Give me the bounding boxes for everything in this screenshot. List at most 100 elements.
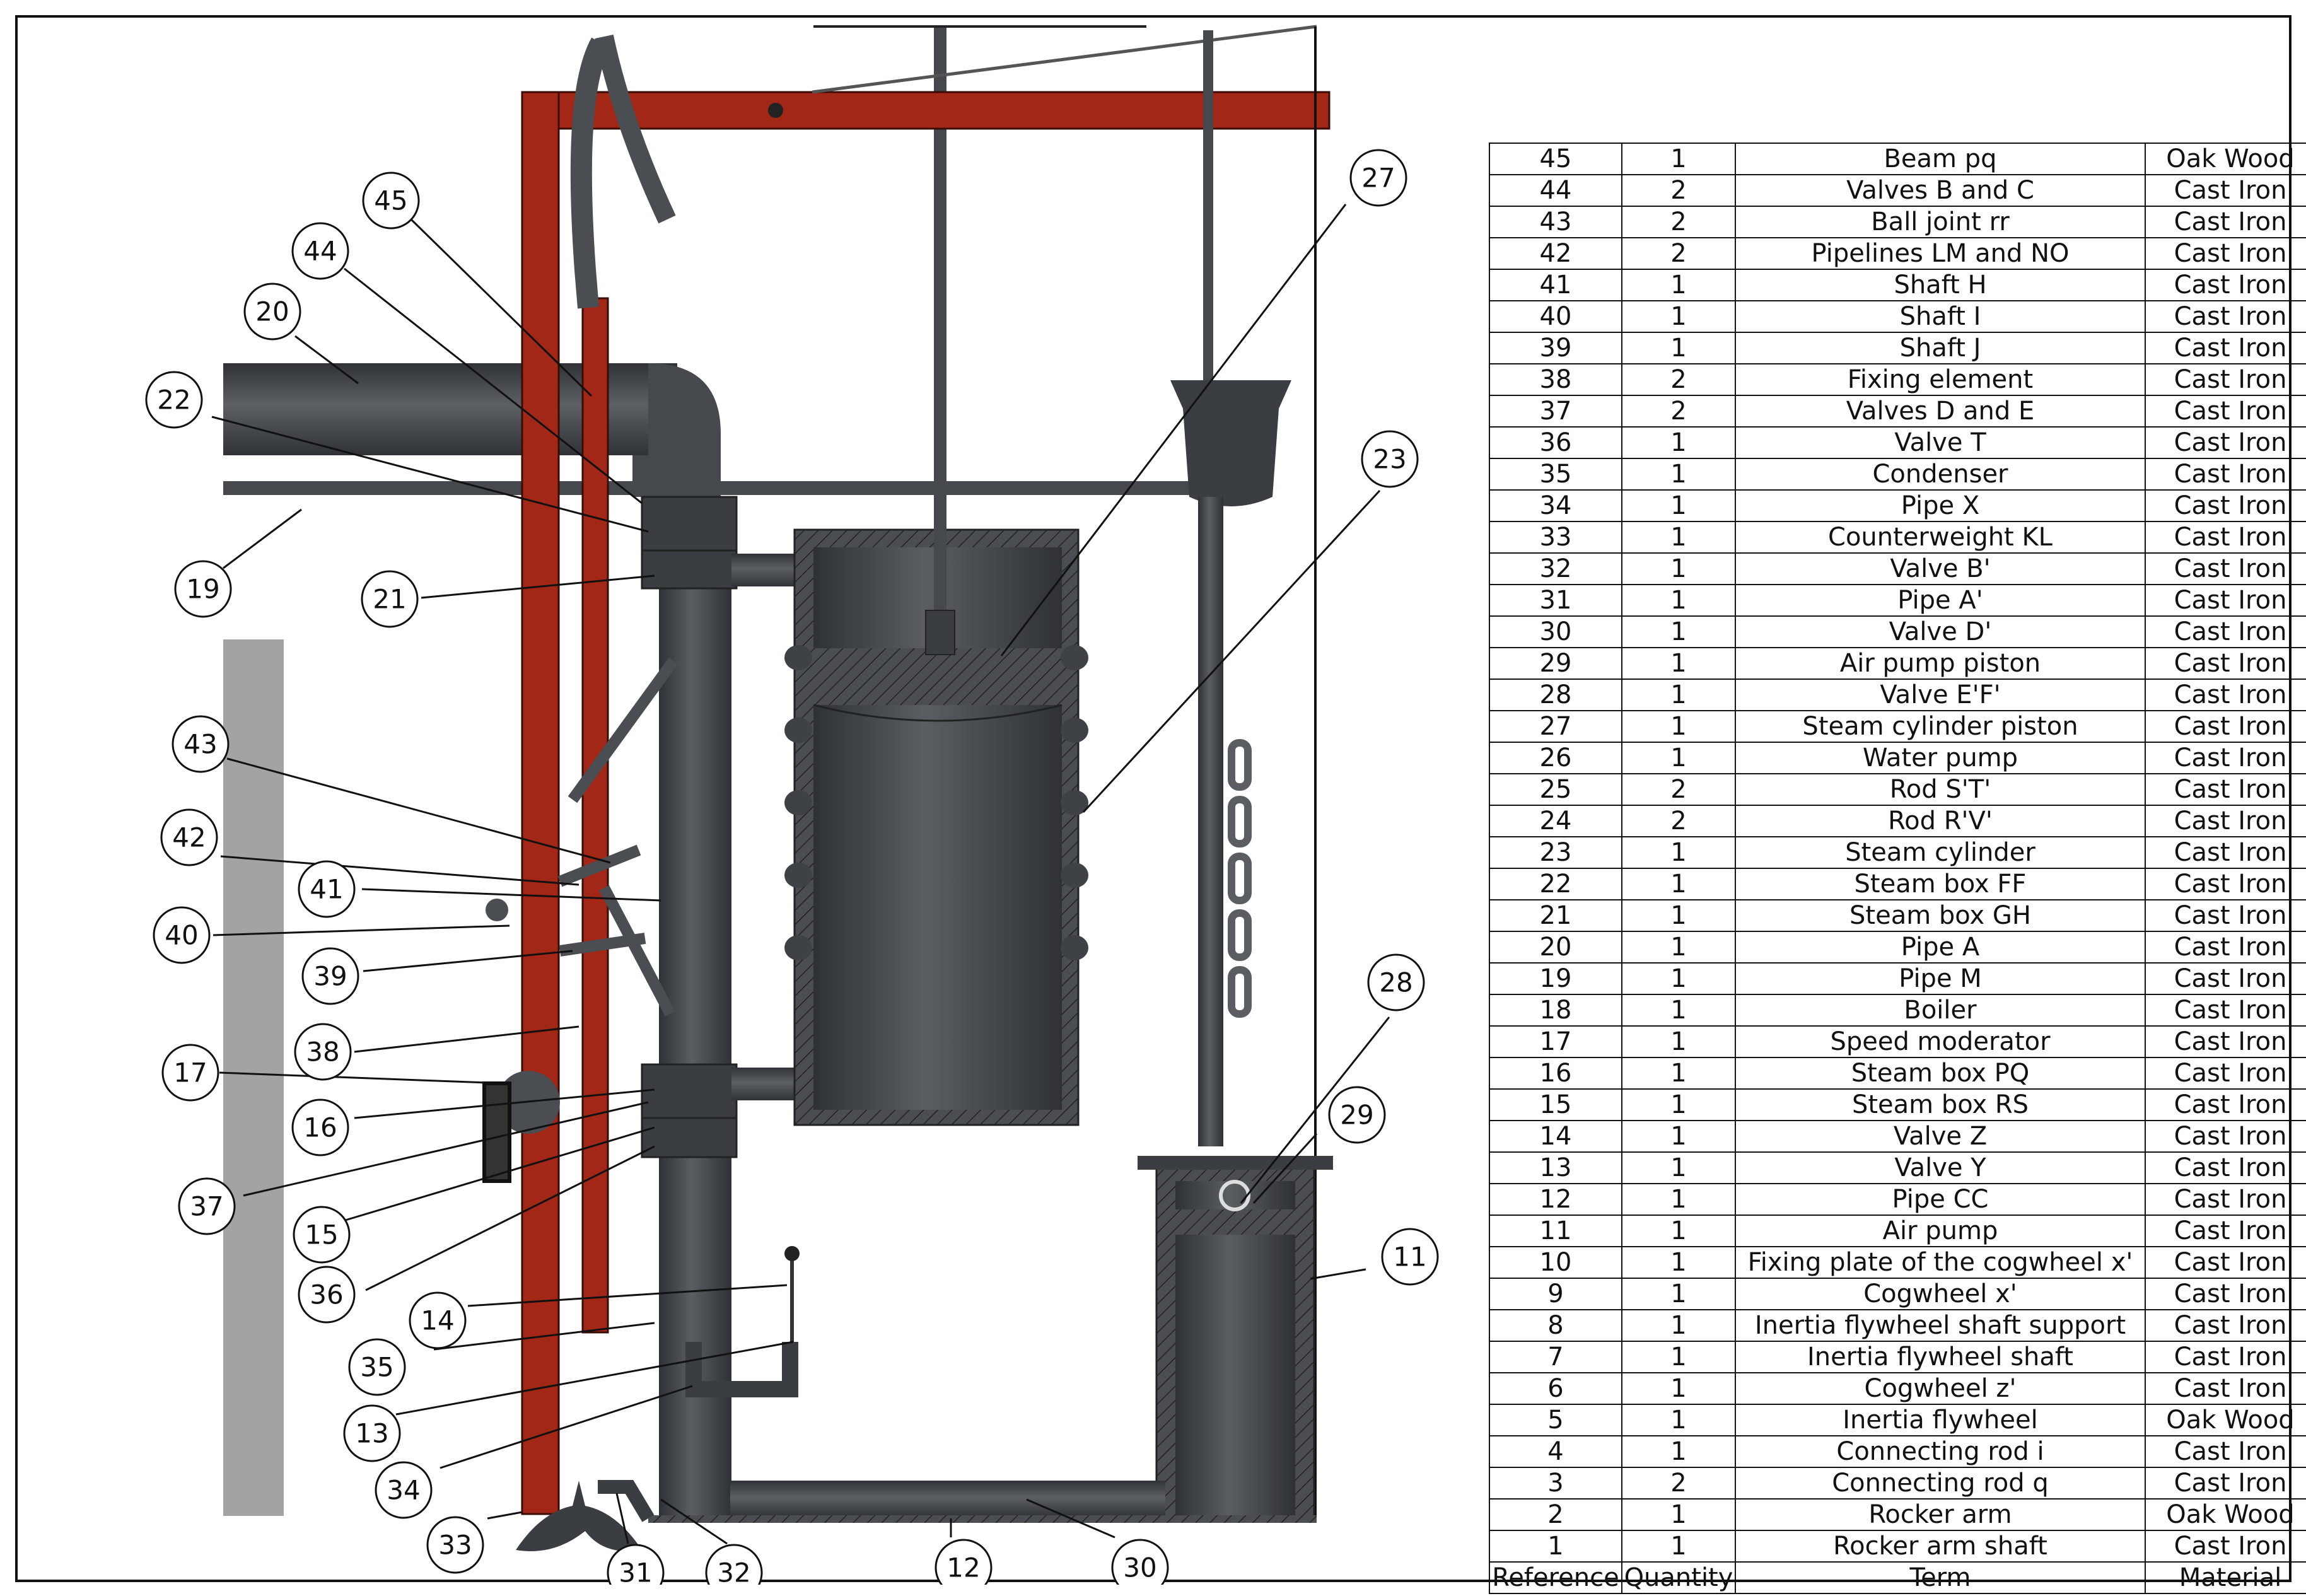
cell-material: Cast Iron <box>2145 1151 2306 1184</box>
balloon-41: 41 <box>298 860 356 918</box>
cell-quantity: 1 <box>1621 269 1736 301</box>
cell-term: Pipe X <box>1735 489 2146 522</box>
cell-reference: 14 <box>1489 1120 1622 1153</box>
pipe-a <box>223 363 677 455</box>
balloon-label: 31 <box>619 1558 652 1585</box>
cell-term: Valve T <box>1735 426 2146 459</box>
cell-quantity: 1 <box>1621 332 1736 364</box>
balloon-21: 21 <box>361 570 419 628</box>
cell-term: Pipe A' <box>1735 584 2146 617</box>
cell-material: Cast Iron <box>2145 1088 2306 1121</box>
steam-box-pq <box>641 1063 738 1119</box>
cell-quantity: 1 <box>1621 1530 1736 1563</box>
steam-box-ff <box>641 496 738 552</box>
cell-reference: 45 <box>1489 143 1622 175</box>
cell-quantity: 2 <box>1621 773 1736 806</box>
cell-term: Valve Y <box>1735 1151 2146 1184</box>
cell-quantity: 1 <box>1621 1057 1736 1090</box>
balloon-39: 39 <box>301 947 359 1005</box>
cell-term: Steam cylinder <box>1735 836 2146 869</box>
cell-material: Cast Iron <box>2145 1435 2306 1468</box>
cell-term: Shaft H <box>1735 269 2146 301</box>
cell-quantity: 1 <box>1621 868 1736 900</box>
balloon-28: 28 <box>1367 953 1425 1011</box>
cell-material: Cast Iron <box>2145 521 2306 554</box>
cell-quantity: 1 <box>1621 143 1736 175</box>
cell-term: Fixing element <box>1735 363 2146 396</box>
cell-quantity: 1 <box>1621 931 1736 964</box>
steam-box-rs <box>641 1117 738 1158</box>
cell-reference: 29 <box>1489 647 1622 680</box>
cell-quantity: 2 <box>1621 1467 1736 1500</box>
balloon-label: 27 <box>1361 163 1395 194</box>
cell-term: Air pump piston <box>1735 647 2146 680</box>
balloon-label: 20 <box>255 296 289 327</box>
pipe-a-elbow <box>632 363 721 497</box>
cell-material: Cast Iron <box>2145 679 2306 711</box>
cell-term: Steam box PQ <box>1735 1057 2146 1090</box>
cell-material: Cast Iron <box>2145 899 2306 932</box>
cell-quantity: 2 <box>1621 237 1736 270</box>
balloon-20: 20 <box>243 283 301 341</box>
balloon-label: 11 <box>1393 1242 1426 1273</box>
cell-reference: 39 <box>1489 332 1622 364</box>
cell-reference: 16 <box>1489 1057 1622 1090</box>
cell-quantity: 1 <box>1621 1341 1736 1373</box>
cell-quantity: 1 <box>1621 1183 1736 1216</box>
cell-reference: 24 <box>1489 805 1622 837</box>
cell-material: Cast Iron <box>2145 174 2306 207</box>
balloon-15: 15 <box>293 1206 351 1264</box>
balloon-label: 21 <box>373 584 406 615</box>
counterweight-kl <box>516 1481 642 1551</box>
leader-lines <box>211 204 1390 1545</box>
cell-reference: 10 <box>1489 1246 1622 1279</box>
cell-term: Steam box FF <box>1735 868 2146 900</box>
cell-material: Cast Iron <box>2145 426 2306 459</box>
cell-material: Cast Iron <box>2145 962 2306 995</box>
cell-term: Inertia flywheel <box>1735 1404 2146 1436</box>
cell-term: Water pump <box>1735 742 2146 774</box>
balloon-44: 44 <box>291 222 349 280</box>
cell-reference: 32 <box>1489 552 1622 585</box>
cell-material: Cast Iron <box>2145 1278 2306 1310</box>
cell-quantity: 1 <box>1621 1309 1736 1342</box>
cell-term: Counterweight KL <box>1735 521 2146 554</box>
cell-quantity: 1 <box>1621 521 1736 554</box>
balloon-13: 13 <box>343 1404 401 1462</box>
balloon-label: 38 <box>306 1037 339 1068</box>
cell-reference: 8 <box>1489 1309 1622 1342</box>
cell-quantity: 1 <box>1621 1214 1736 1247</box>
condenser <box>685 1342 798 1397</box>
cell-material: Cast Iron <box>2145 615 2306 648</box>
balloon-label: 44 <box>303 236 337 267</box>
cell-quantity: 1 <box>1621 1278 1736 1310</box>
cell-quantity: 1 <box>1621 742 1736 774</box>
balloon-37: 37 <box>178 1177 236 1235</box>
balloon-label: 16 <box>303 1112 337 1143</box>
cell-term: Pipe CC <box>1735 1183 2146 1216</box>
header-quantity: Quantity <box>1621 1561 1736 1594</box>
balloon-label: 29 <box>1340 1100 1373 1131</box>
cell-material: Cast Iron <box>2145 1341 2306 1373</box>
cell-material: Oak Wood <box>2145 143 2306 175</box>
cell-reference: 19 <box>1489 962 1622 995</box>
cell-term: Cogwheel z' <box>1735 1372 2146 1405</box>
balloon-33: 33 <box>426 1516 484 1574</box>
cell-material: Cast Iron <box>2145 1530 2306 1563</box>
